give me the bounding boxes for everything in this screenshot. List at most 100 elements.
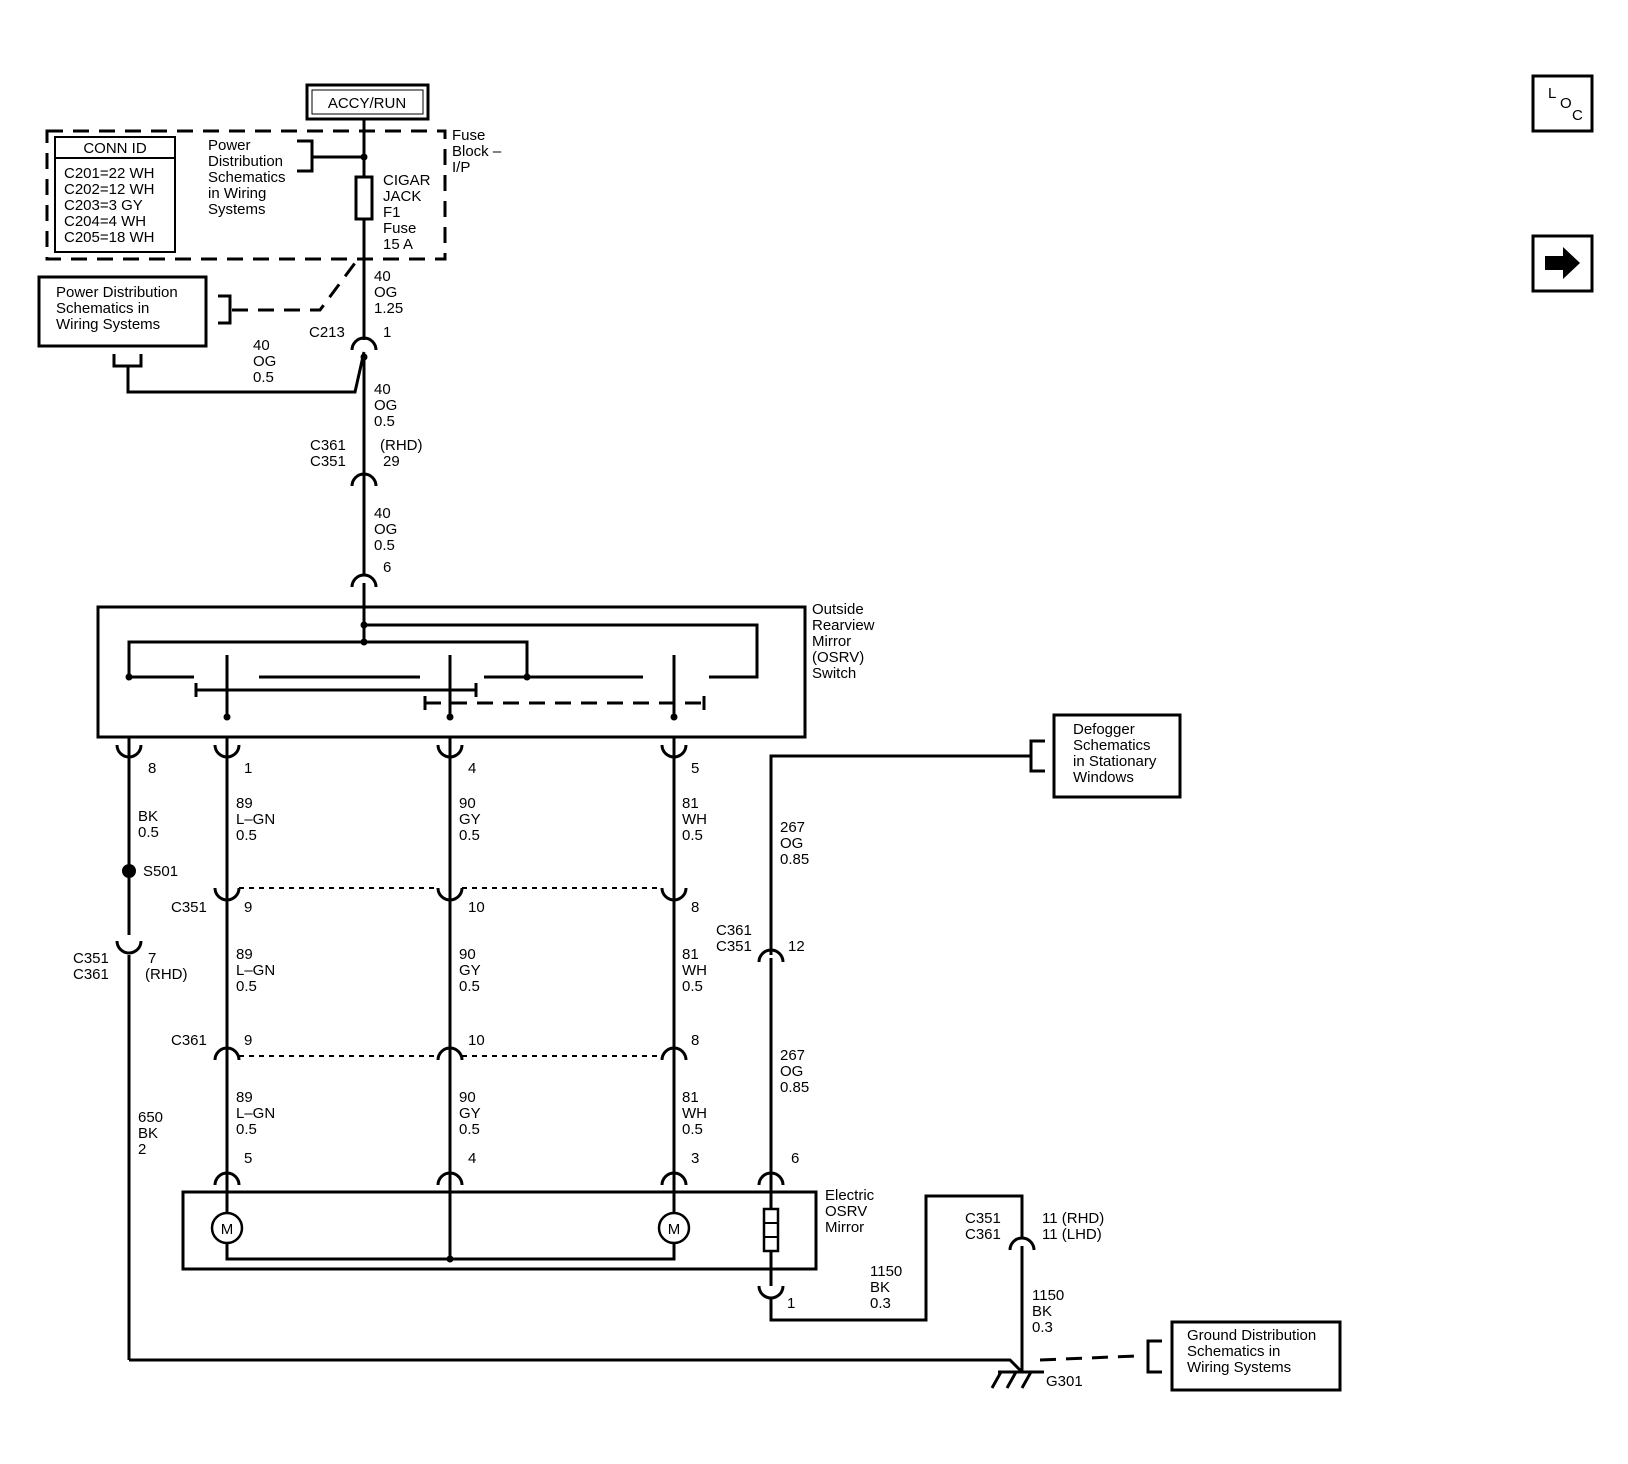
svg-text:0.5: 0.5 [682, 827, 703, 844]
svg-text:OG: OG [374, 284, 397, 301]
connector-mir-4 [436, 1171, 464, 1186]
svg-text:O: O [1560, 95, 1572, 112]
svg-text:F1: F1 [383, 204, 401, 221]
svg-text:6: 6 [383, 559, 391, 576]
fuse-block-outline [45, 129, 447, 261]
svg-text:40: 40 [253, 337, 270, 354]
svg-text:81: 81 [682, 946, 699, 963]
svg-text:40: 40 [374, 381, 391, 398]
svg-text:8: 8 [691, 899, 699, 916]
svg-text:C361: C361 [310, 437, 346, 454]
connector-c361-c351-top [350, 472, 378, 487]
conn-id-row: C205=18 WH [64, 229, 154, 246]
svg-text:Distribution: Distribution [208, 153, 283, 170]
defogger-reference[interactable]: Defogger Schematics in Stationary Window… [1029, 713, 1182, 799]
svg-text:C: C [1572, 107, 1583, 124]
next-page-arrow-icon[interactable] [1531, 234, 1594, 293]
motor-left: M [210, 1211, 244, 1245]
svg-text:GY: GY [459, 1105, 481, 1122]
svg-text:1: 1 [244, 760, 252, 777]
power-dist-reference-left[interactable]: Power Distribution Schematics in Wiring … [37, 262, 366, 394]
fuse-block-label-1: Fuse [452, 127, 485, 144]
svg-text:Power Distribution: Power Distribution [56, 284, 178, 301]
connector-mir-5 [213, 1171, 241, 1186]
svg-text:L–GN: L–GN [236, 962, 275, 979]
svg-text:Schematics in: Schematics in [56, 300, 149, 317]
connector-c361-c351-og [757, 948, 785, 963]
svg-text:in Stationary: in Stationary [1073, 753, 1157, 770]
svg-text:0.5: 0.5 [374, 413, 395, 430]
svg-text:BK: BK [138, 808, 158, 825]
osrv-switch-internals [125, 607, 759, 721]
fuse-symbol [354, 175, 374, 221]
svg-text:40: 40 [374, 505, 391, 522]
conn-id-row: C203=3 GY [64, 197, 143, 214]
svg-text:0.5: 0.5 [253, 369, 274, 386]
svg-text:4: 4 [468, 760, 476, 777]
svg-text:0.85: 0.85 [780, 1079, 809, 1096]
svg-text:GY: GY [459, 962, 481, 979]
svg-text:C213: C213 [309, 324, 345, 341]
svg-text:C351: C351 [310, 453, 346, 470]
svg-text:Windows: Windows [1073, 769, 1134, 786]
conn-id-row: C201=22 WH [64, 165, 154, 182]
svg-text:L: L [1548, 85, 1556, 102]
svg-text:Systems: Systems [208, 201, 266, 218]
svg-text:1150: 1150 [870, 1263, 902, 1280]
heater-element [762, 1207, 780, 1253]
svg-text:1150: 1150 [1032, 1287, 1064, 1304]
svg-text:2: 2 [138, 1141, 146, 1158]
svg-text:M: M [668, 1221, 681, 1238]
svg-text:(RHD): (RHD) [145, 966, 188, 983]
svg-text:267: 267 [780, 1047, 805, 1064]
svg-text:9: 9 [244, 1032, 252, 1049]
svg-text:C361: C361 [716, 922, 752, 939]
connector-switch-in [350, 573, 378, 588]
svg-text:12: 12 [788, 938, 805, 955]
svg-text:Fuse: Fuse [383, 220, 416, 237]
svg-text:C351: C351 [716, 938, 752, 955]
connector-mir-3 [660, 1171, 688, 1186]
svg-text:1.25: 1.25 [374, 300, 403, 317]
svg-text:0.5: 0.5 [236, 978, 257, 995]
svg-text:OG: OG [374, 521, 397, 538]
svg-text:6: 6 [791, 1150, 799, 1167]
svg-text:Wiring Systems: Wiring Systems [56, 316, 160, 333]
svg-text:8: 8 [691, 1032, 699, 1049]
svg-text:5: 5 [691, 760, 699, 777]
connector-c351-c361-bk [115, 940, 143, 955]
svg-text:OG: OG [253, 353, 276, 370]
power-dist-reference-top[interactable]: Power Distribution Schematics in Wiring … [208, 137, 364, 218]
svg-text:OG: OG [780, 1063, 803, 1080]
location-icon[interactable]: L O C [1531, 74, 1594, 133]
svg-text:Power: Power [208, 137, 251, 154]
svg-text:90: 90 [459, 946, 476, 963]
ground-g301 [990, 1370, 1044, 1389]
svg-text:40: 40 [374, 268, 391, 285]
svg-text:0.5: 0.5 [682, 1121, 703, 1138]
power-source-label: ACCY/RUN [328, 95, 406, 112]
svg-text:BK: BK [138, 1125, 158, 1142]
svg-text:Outside: Outside [812, 601, 864, 618]
svg-text:C351: C351 [171, 899, 207, 916]
svg-text:JACK: JACK [383, 188, 421, 205]
svg-text:Schematics: Schematics [208, 169, 286, 186]
svg-text:CIGAR: CIGAR [383, 172, 431, 189]
ground-dist-reference[interactable]: Ground Distribution Schematics in Wiring… [1039, 1320, 1342, 1392]
svg-text:C361: C361 [73, 966, 109, 983]
svg-text:0.5: 0.5 [138, 824, 159, 841]
svg-text:81: 81 [682, 795, 699, 812]
svg-text:(RHD): (RHD) [380, 437, 423, 454]
svg-text:29: 29 [383, 453, 400, 470]
svg-text:WH: WH [682, 962, 707, 979]
svg-text:7: 7 [148, 950, 156, 967]
svg-text:1: 1 [383, 324, 391, 341]
svg-text:0.5: 0.5 [236, 1121, 257, 1138]
svg-text:C361: C361 [965, 1226, 1001, 1243]
conn-id-row: C202=12 WH [64, 181, 154, 198]
connector-mir-1 [757, 1285, 785, 1300]
svg-text:0.5: 0.5 [374, 537, 395, 554]
svg-text:89: 89 [236, 1089, 253, 1106]
svg-text:11 (LHD): 11 (LHD) [1042, 1226, 1102, 1243]
